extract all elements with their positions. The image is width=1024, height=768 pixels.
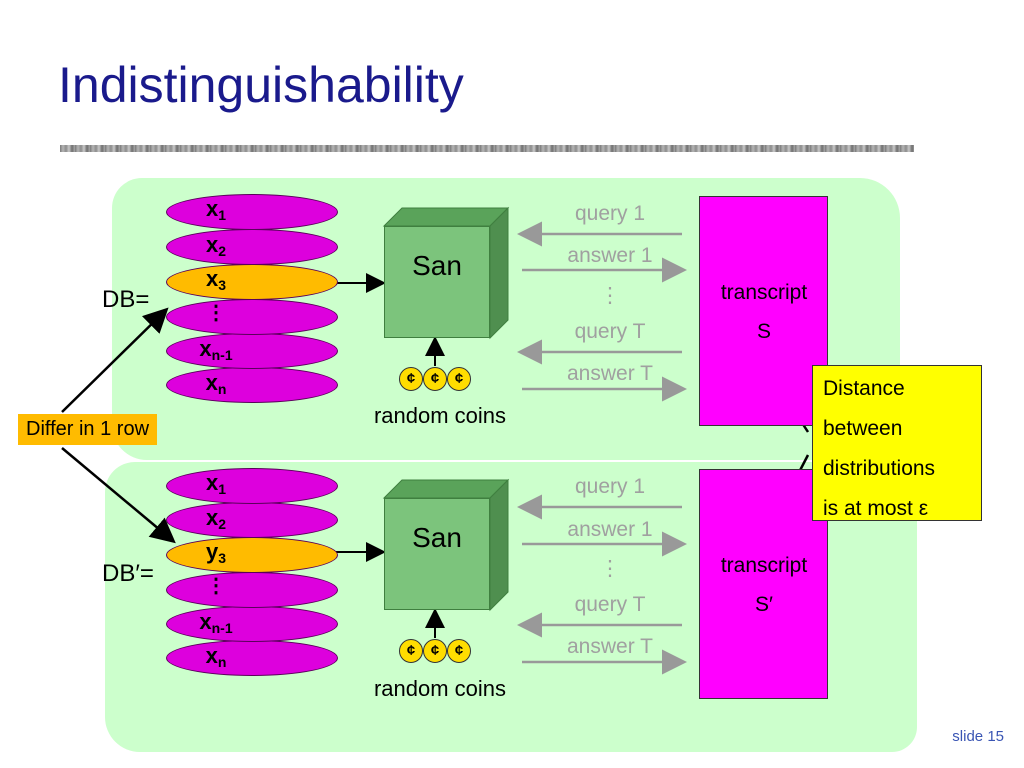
db-row-disk bbox=[166, 572, 338, 608]
transcript-name: S bbox=[756, 320, 771, 343]
coin-icon: ¢ bbox=[447, 639, 471, 663]
row-label: x1 bbox=[205, 196, 227, 223]
transcript-box-top bbox=[699, 196, 828, 426]
db-row-disk-highlighted bbox=[166, 537, 338, 573]
distance-callout: Distance between distributions is at mos… bbox=[812, 365, 982, 521]
distance-line: between bbox=[823, 417, 903, 440]
arrow-differ-to-bottom-db bbox=[61, 447, 176, 544]
title-divider bbox=[60, 145, 914, 152]
transcript-box-bottom bbox=[699, 469, 828, 699]
san-label: San bbox=[412, 522, 462, 553]
row-ellipsis: ⋮ bbox=[206, 575, 226, 597]
san-label: San bbox=[412, 250, 462, 281]
distance-line: is at most ε bbox=[823, 497, 929, 520]
db-row-disk bbox=[166, 333, 338, 369]
slide-number: slide 15 bbox=[952, 728, 1004, 745]
san-mechanism-bottom: San bbox=[384, 498, 490, 610]
message-query-T: query T bbox=[574, 320, 646, 343]
db-row-disk bbox=[166, 367, 338, 403]
random-coins-label: random coins bbox=[373, 403, 507, 428]
message-ellipsis: ⋮ bbox=[599, 284, 621, 307]
differ-label: Differ in 1 row bbox=[18, 414, 158, 445]
db-row-disk bbox=[166, 229, 338, 265]
db-row-disk bbox=[166, 502, 338, 538]
distance-line: Distance bbox=[823, 377, 905, 400]
coin-icon: ¢ bbox=[399, 639, 423, 663]
row-label: y3 bbox=[205, 539, 227, 566]
row-label: x2 bbox=[205, 232, 227, 259]
row-label: x1 bbox=[205, 470, 227, 497]
db-prime-label: DB′= bbox=[102, 560, 154, 587]
transcript-name: S′ bbox=[755, 593, 773, 616]
row-label: xn-1 bbox=[199, 336, 233, 363]
message-query-T: query T bbox=[574, 593, 646, 616]
row-label: x2 bbox=[205, 505, 227, 532]
row-ellipsis: ⋮ bbox=[206, 302, 226, 324]
message-ellipsis: ⋮ bbox=[599, 557, 621, 580]
message-query-1: query 1 bbox=[574, 475, 646, 498]
san-mechanism-top: San bbox=[384, 226, 490, 338]
message-query-1: query 1 bbox=[574, 202, 646, 225]
message-answer-T: answer T bbox=[567, 635, 653, 658]
message-answer-1: answer 1 bbox=[567, 518, 653, 541]
random-coins-label: random coins bbox=[373, 676, 507, 701]
transcript-label: transcript bbox=[720, 281, 808, 304]
db-label: DB= bbox=[102, 286, 150, 313]
db-row-disk bbox=[166, 468, 338, 504]
db-row-disk bbox=[166, 194, 338, 230]
distance-line: distributions bbox=[823, 457, 936, 480]
slide-title: Indistinguishability bbox=[58, 57, 464, 113]
row-label: xn bbox=[205, 643, 227, 670]
coin-icon: ¢ bbox=[423, 367, 447, 391]
row-label: x3 bbox=[205, 266, 227, 293]
row-label: xn-1 bbox=[199, 609, 233, 636]
coin-icon: ¢ bbox=[399, 367, 423, 391]
db-row-disk bbox=[166, 299, 338, 335]
arrow-differ-to-top-db bbox=[61, 307, 169, 413]
transcript-label: transcript bbox=[720, 554, 808, 577]
row-label: xn bbox=[205, 370, 227, 397]
coin-icon: ¢ bbox=[447, 367, 471, 391]
message-answer-T: answer T bbox=[567, 362, 653, 385]
message-answer-1: answer 1 bbox=[567, 244, 653, 267]
coin-icon: ¢ bbox=[423, 639, 447, 663]
